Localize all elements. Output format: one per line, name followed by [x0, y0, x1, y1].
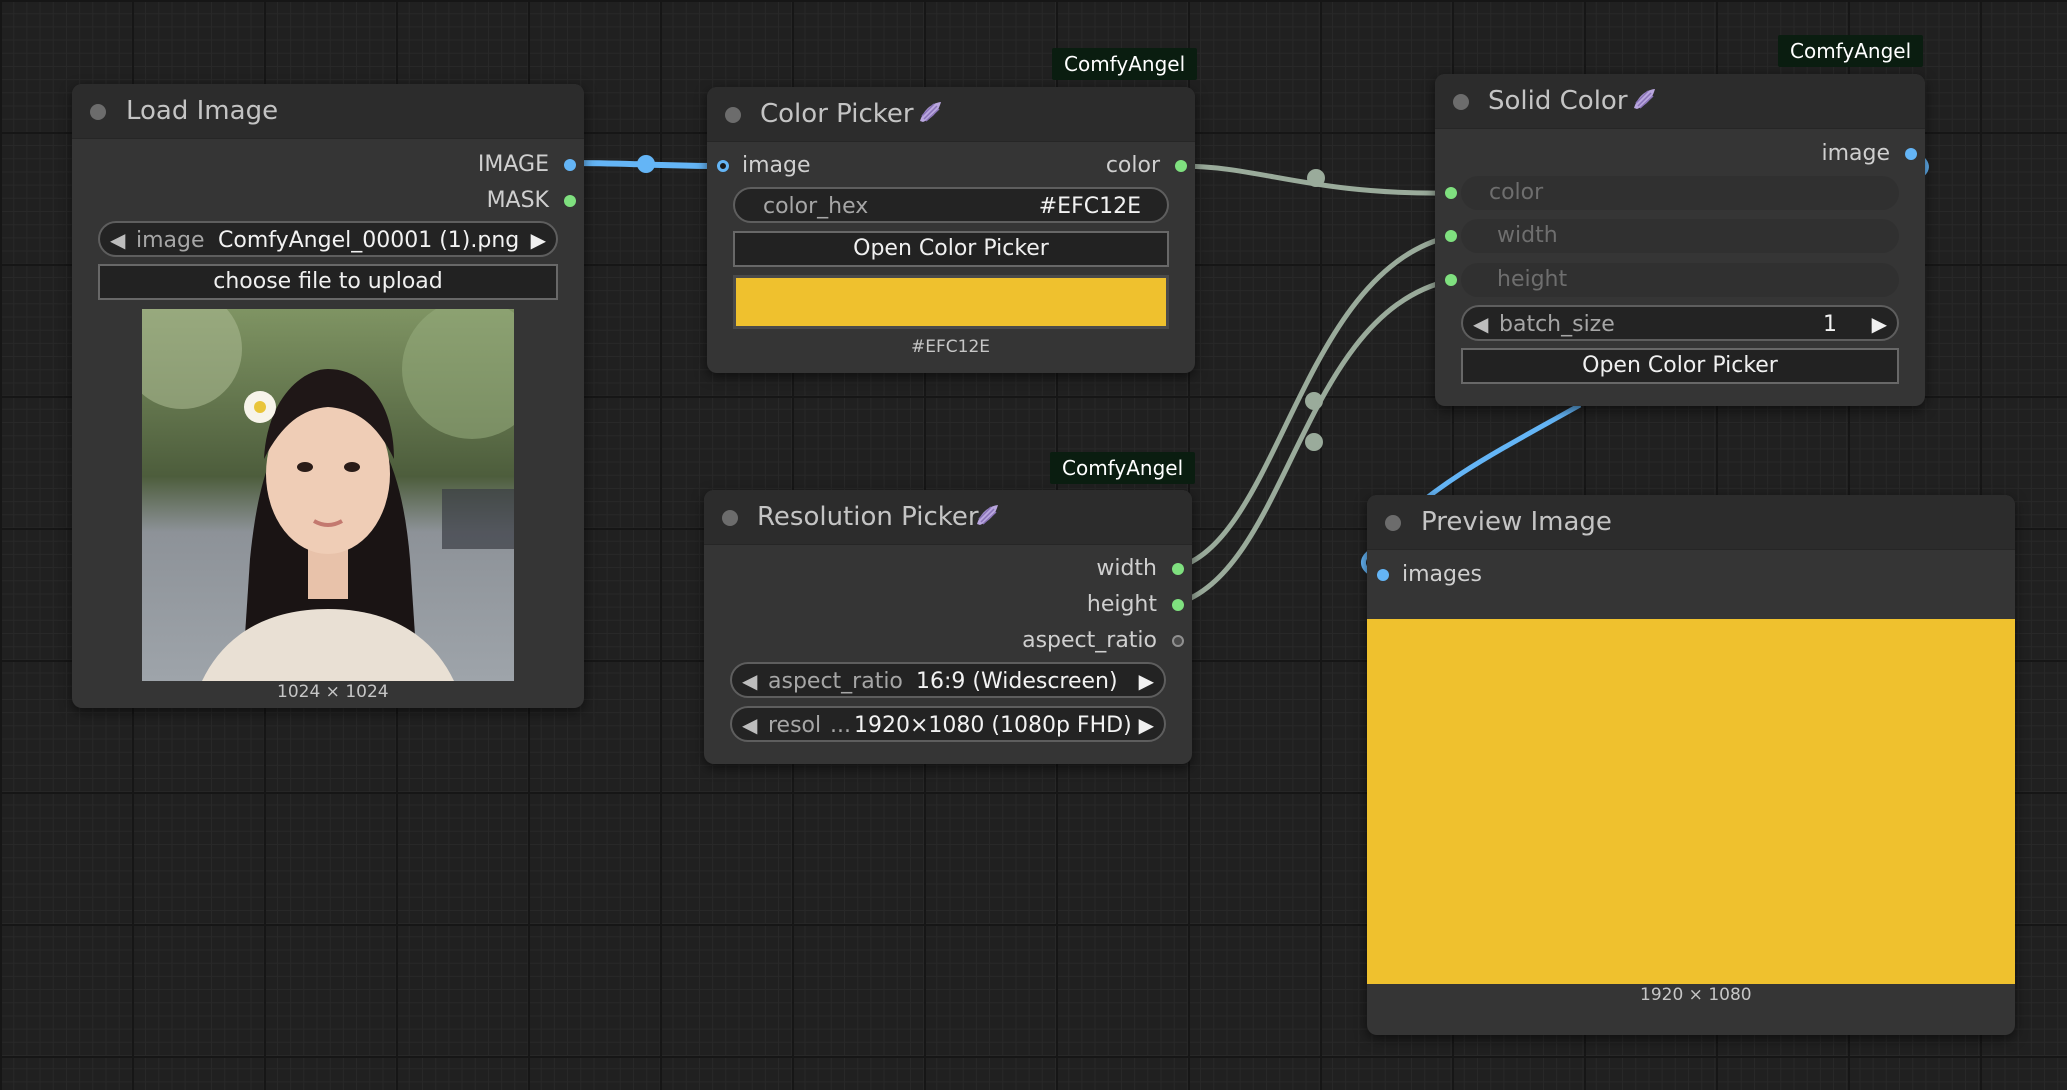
output-label-mask: MASK [486, 188, 549, 213]
triangle-right-icon[interactable]: ▶ [530, 228, 546, 252]
widget-value: ComfyAngel_00001 (1).png [218, 228, 520, 253]
input-label-image: image [742, 153, 811, 178]
node-title-bar[interactable]: Preview Image [1367, 495, 2015, 550]
wire-reroute-point[interactable] [1305, 433, 1323, 451]
circle-dot-icon[interactable] [90, 104, 106, 120]
swatch-hex-caption: #EFC12E [911, 337, 991, 357]
image-dimensions: 1024 × 1024 [277, 682, 389, 702]
widget-label-ellipsis: ... [830, 713, 851, 738]
color-hex-widget[interactable]: color_hex #EFC12E [733, 187, 1169, 223]
image-combo-widget[interactable]: ◀ image ComfyAngel_00001 (1).png ▶ [98, 221, 558, 257]
triangle-left-icon[interactable]: ◀ [742, 713, 758, 737]
widget-label: batch_size [1499, 312, 1615, 337]
angel-wing-icon [977, 505, 998, 525]
widget-value: #EFC12E [1038, 194, 1141, 219]
circle-dot-icon[interactable] [722, 510, 738, 526]
widget-label: image [136, 228, 205, 253]
preview-dimensions: 1920 × 1080 [1640, 985, 1752, 1005]
output-slot-image[interactable] [564, 159, 576, 171]
open-color-picker-button[interactable]: Open Color Picker [1461, 348, 1899, 384]
output-label-width: width [1096, 556, 1157, 581]
output-slot-aspect-ratio[interactable] [1172, 635, 1184, 647]
circle-dot-icon[interactable] [725, 107, 741, 123]
input-slot-width[interactable] [1445, 230, 1457, 242]
color-input-converted: color [1461, 176, 1899, 210]
widget-label: resol [768, 713, 822, 738]
input-slot-height[interactable] [1445, 274, 1457, 286]
width-input-converted: width [1461, 219, 1899, 253]
triangle-left-icon[interactable]: ◀ [1473, 312, 1489, 336]
comfyangel-badge: ComfyAngel [1052, 48, 1198, 80]
solid-color-node[interactable]: Solid Color image color width height ◀ b… [1435, 74, 1925, 406]
widget-value: 1 [1823, 312, 1837, 337]
resolution-combo[interactable]: ◀ resol ... 1920×1080 (1080p FHD) ▶ [730, 706, 1166, 742]
output-slot-width[interactable] [1172, 563, 1184, 575]
batch-size-widget[interactable]: ◀ batch_size 1 ▶ [1461, 305, 1899, 341]
node-title-bar[interactable]: Load Image [72, 84, 584, 139]
node-title-bar[interactable]: Resolution Picker [704, 490, 1192, 545]
output-label-color: color [1105, 153, 1160, 178]
preview-output-image [1367, 619, 2015, 984]
input-slot-color[interactable] [1445, 187, 1457, 199]
wire-reroute-point[interactable] [637, 155, 655, 173]
output-slot-height[interactable] [1172, 599, 1184, 611]
triangle-left-icon[interactable]: ◀ [110, 228, 126, 252]
node-title: Preview Image [1421, 507, 1612, 537]
loaded-image-preview [142, 309, 514, 681]
output-label-height: height [1086, 592, 1157, 617]
comfyangel-badge: ComfyAngel [1778, 35, 1924, 67]
angel-wing-icon [920, 102, 941, 122]
circle-dot-icon[interactable] [1453, 94, 1469, 110]
widget-label: aspect_ratio [768, 669, 903, 694]
upload-button[interactable]: choose file to upload [98, 264, 558, 300]
node-title-bar[interactable]: Color Picker [707, 87, 1195, 142]
output-label-aspect-ratio: aspect_ratio [1022, 628, 1157, 653]
node-title: Load Image [126, 96, 279, 126]
widget-value: 1920×1080 (1080p FHD) [854, 713, 1132, 738]
triangle-right-icon[interactable]: ▶ [1138, 713, 1154, 737]
triangle-right-icon[interactable]: ▶ [1138, 669, 1154, 693]
circle-dot-icon[interactable] [1385, 515, 1401, 531]
output-label-image: IMAGE [477, 152, 549, 177]
angel-wing-icon [1634, 89, 1655, 109]
wire-reroute-point[interactable] [1307, 169, 1325, 187]
triangle-right-icon[interactable]: ▶ [1871, 312, 1887, 336]
aspect-ratio-combo[interactable]: ◀ aspect_ratio 16:9 (Widescreen) ▶ [730, 662, 1166, 698]
output-slot-color[interactable] [1175, 160, 1187, 172]
wire-color-to-solid[interactable] [1179, 163, 1451, 196]
color-swatch [733, 275, 1169, 329]
portrait-photo [142, 309, 514, 681]
output-label-image: image [1821, 141, 1890, 166]
node-title-bar[interactable]: Solid Color [1435, 74, 1925, 129]
output-slot-mask[interactable] [564, 195, 576, 207]
wire-height-to-solid[interactable] [1175, 277, 1453, 607]
widget-value: 16:9 (Widescreen) [916, 669, 1118, 694]
input-label-images: images [1402, 562, 1482, 587]
wire-width-to-solid[interactable] [1175, 233, 1453, 571]
node-title: Solid Color [1488, 86, 1628, 116]
resolution-picker-node[interactable]: Resolution Picker width height aspect_ra… [704, 490, 1192, 764]
color-picker-node[interactable]: Color Picker image color color_hex #EFC1… [707, 87, 1195, 373]
height-input-converted: height [1461, 263, 1899, 297]
node-title: Resolution Picker [757, 502, 979, 532]
open-color-picker-button[interactable]: Open Color Picker [733, 231, 1169, 267]
widget-label: color_hex [763, 194, 869, 219]
load-image-node[interactable]: Load Image IMAGE MASK ◀ image ComfyAngel… [72, 84, 584, 708]
input-slot-image[interactable] [717, 160, 729, 172]
preview-image-node[interactable]: Preview Image images 1920 × 1080 [1367, 495, 2015, 1035]
node-title: Color Picker [760, 99, 914, 129]
comfyangel-badge: ComfyAngel [1050, 452, 1196, 484]
triangle-left-icon[interactable]: ◀ [742, 669, 758, 693]
output-slot-image[interactable] [1905, 148, 1917, 160]
input-slot-images[interactable] [1377, 569, 1389, 581]
